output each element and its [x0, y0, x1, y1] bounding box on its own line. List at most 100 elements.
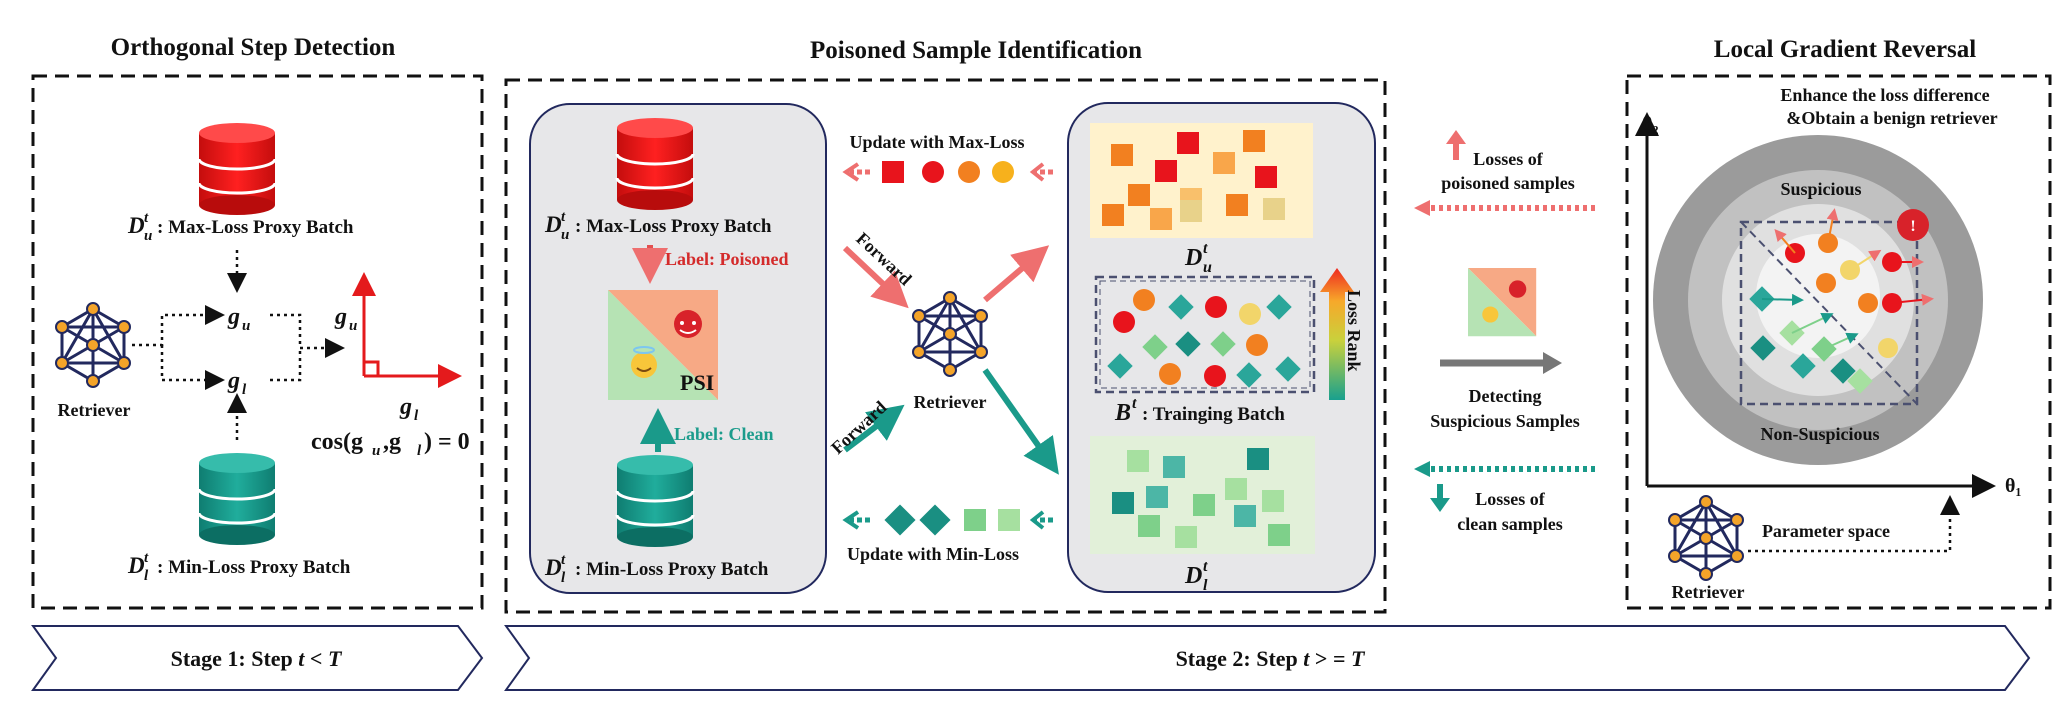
label-clean: Label: Clean: [674, 424, 774, 444]
stage1-dmin-label: D t l : Min-Loss Proxy Batch: [127, 550, 351, 584]
poisoned-loss-up-arrow: [1446, 130, 1466, 160]
training-batch-label: B t : Trainging Batch: [1114, 395, 1285, 426]
svg-text:l: l: [417, 443, 422, 459]
losses-clean-line2: clean samples: [1457, 514, 1563, 534]
svg-text:l: l: [561, 570, 566, 586]
stage2-banner: [504, 625, 2031, 691]
svg-text:g: g: [227, 304, 240, 330]
forward-label-bottom: Forward: [827, 397, 890, 458]
svg-text:) = 0: ) = 0: [424, 429, 470, 455]
stage3-retriever-label: Retriever: [1672, 582, 1745, 602]
training-batch-area: [1094, 275, 1316, 394]
svg-text:: Max-Loss Proxy Batch: : Max-Loss Proxy Batch: [575, 216, 772, 237]
svg-text:u: u: [1203, 259, 1212, 276]
svg-text:t: t: [144, 550, 149, 566]
sample-circle: [992, 161, 1014, 183]
svg-text:l: l: [242, 382, 247, 398]
stage1-panel: [31, 74, 484, 610]
label-poisoned: Label: Poisoned: [665, 249, 789, 269]
max-loss-proxy-database-icon: [615, 116, 695, 212]
stage1-banner-label: Stage 1: Step t < T: [171, 646, 343, 671]
svg-text:l: l: [144, 568, 149, 584]
parameter-space-label: Parameter space: [1762, 521, 1890, 541]
suspicious-region-label: Suspicious: [1780, 179, 1861, 199]
stage3-retriever-icon: [1667, 494, 1745, 582]
sample-square: [964, 509, 986, 531]
svg-text:B: B: [1114, 400, 1131, 426]
du-label: D t u: [1184, 240, 1212, 276]
svg-text:cos(g: cos(g: [311, 429, 363, 455]
retriever-icon: [54, 301, 132, 389]
losses-poisoned-line1: Losses of: [1473, 149, 1544, 169]
stage2-retriever-label: Retriever: [914, 392, 987, 412]
detecting-line2: Suspicious Samples: [1430, 411, 1580, 431]
dl-label: D t l: [1184, 558, 1208, 594]
svg-text:t: t: [1203, 240, 1208, 257]
svg-text:u: u: [242, 318, 250, 334]
svg-text:D: D: [1184, 563, 1202, 589]
sample-square: [998, 509, 1020, 531]
forward-label-top: Forward: [852, 228, 915, 289]
axis-gu-label: g u: [334, 304, 357, 334]
svg-text:g: g: [334, 304, 347, 330]
enhance-line2: &Obtain a benign retriever: [1786, 108, 1997, 128]
min-loss-sample-row: [842, 504, 1053, 536]
update-min-loss-label: Update with Min-Loss: [847, 544, 1019, 564]
stage3-panel: [1625, 74, 2052, 610]
landscape-samples: !: [1749, 208, 1934, 394]
du-samples: [1102, 130, 1285, 230]
sample-circle: [922, 161, 944, 183]
svg-text:u: u: [144, 228, 152, 244]
svg-text:t: t: [1203, 558, 1208, 575]
sample-diamond: [884, 504, 916, 536]
svg-text:t: t: [561, 209, 566, 225]
svg-text:: Max-Loss Proxy Batch: : Max-Loss Proxy Batch: [157, 217, 354, 238]
stage1-panel-title: Orthogonal Step Detection: [111, 34, 396, 61]
svg-text:g: g: [227, 368, 240, 394]
detect-arrow: [1440, 352, 1562, 374]
svg-text:D: D: [544, 555, 562, 580]
stage2-panel: [504, 78, 1387, 614]
svg-text:g: g: [399, 394, 412, 420]
clean-dashed-arrow: [1414, 461, 1595, 477]
angel-emoji-icon: [631, 352, 657, 378]
enhance-line1: Enhance the loss difference: [1780, 85, 1989, 105]
svg-text:!: !: [1910, 218, 1915, 235]
svg-text:u: u: [372, 443, 380, 459]
sample-circle: [958, 161, 980, 183]
poisoned-dashed-arrow: [1414, 200, 1595, 216]
update-max-loss-label: Update with Max-Loss: [849, 132, 1024, 152]
theta2-label: θ₂: [1642, 113, 1658, 135]
psi-module: PSI: [608, 290, 718, 400]
svg-text:l: l: [1203, 577, 1208, 594]
loss-rank-bar: Loss Rank: [1320, 268, 1364, 400]
min-loss-database-icon: [197, 451, 277, 547]
svg-text:D: D: [127, 213, 145, 238]
stage1-banner: [31, 625, 484, 691]
stage3-panel-title: Local Gradient Reversal: [1714, 36, 1977, 63]
dl-samples: [1112, 448, 1290, 548]
psi-module-small: [1468, 268, 1537, 337]
stage1-gu-label: g u: [227, 304, 250, 334]
svg-text:u: u: [349, 318, 357, 334]
min-loss-proxy-database-icon: [615, 453, 695, 549]
stage2-panel-title: Poisoned Sample Identification: [810, 37, 1142, 64]
svg-text:t: t: [561, 552, 566, 568]
losses-clean-line1: Losses of: [1475, 489, 1546, 509]
svg-text:l: l: [414, 408, 419, 424]
svg-text:: Min-Loss Proxy Batch: : Min-Loss Proxy Batch: [575, 559, 769, 580]
cosine-formula: cos(g u ,g l ) = 0: [311, 429, 470, 459]
parameter-axes: [1635, 112, 1996, 498]
svg-text:D: D: [544, 212, 562, 237]
orthogonal-axes: [352, 272, 462, 388]
clean-loss-down-arrow: [1430, 484, 1450, 512]
stage1-dotted-arrows: [132, 250, 345, 440]
axis-gl-label: g l: [399, 394, 419, 424]
sample-diamond: [919, 504, 951, 536]
stage2-banner-label: Stage 2: Step t > = T: [1176, 646, 1366, 671]
stage1-retriever-label: Retriever: [58, 400, 131, 420]
svg-text:D: D: [127, 553, 145, 578]
svg-text:D: D: [1184, 245, 1202, 271]
stage2-dmin-label: D t l : Min-Loss Proxy Batch: [544, 552, 769, 586]
